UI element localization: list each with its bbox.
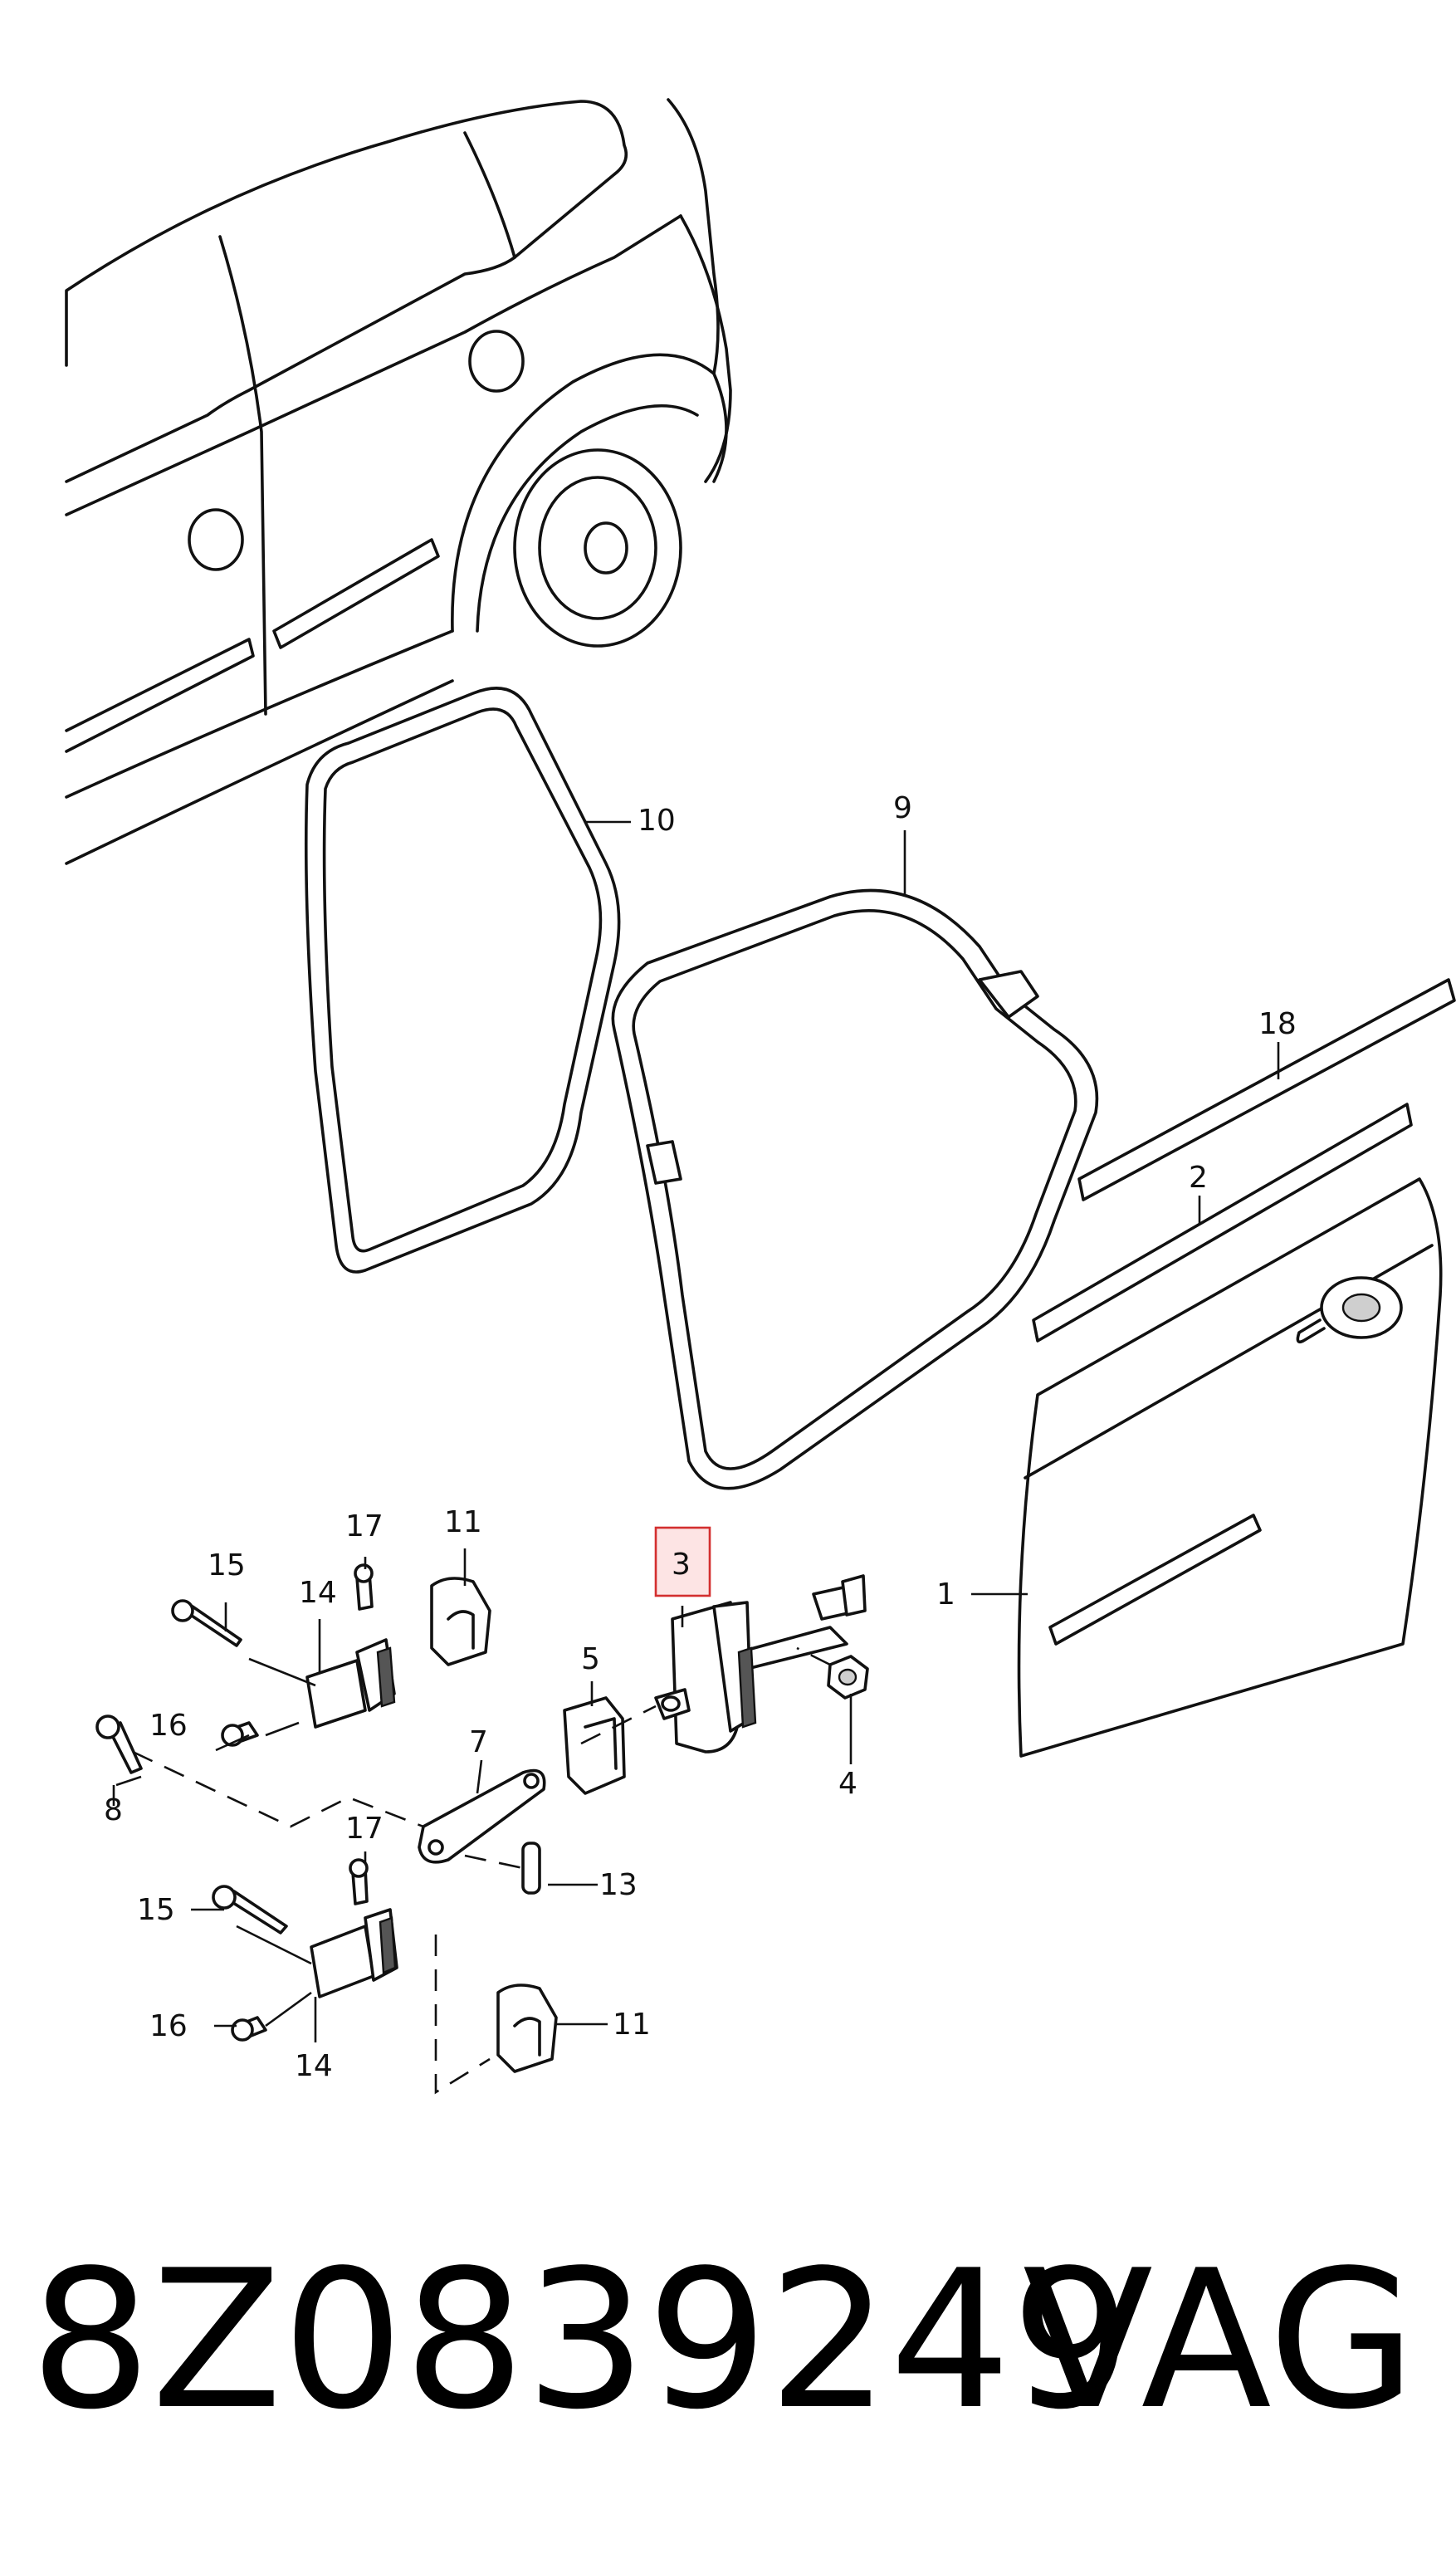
- callout-1: 1: [936, 1577, 955, 1612]
- assembly-line-8: [132, 1750, 424, 1828]
- callout-10: 10: [638, 804, 676, 838]
- part-4-nut: [827, 1655, 869, 1700]
- callout-5: 5: [581, 1642, 600, 1676]
- callout-9: 9: [893, 791, 912, 825]
- assembly-line-4: [796, 1646, 831, 1666]
- part-9-door-seal: [611, 888, 1099, 1490]
- callout-4: 4: [838, 1767, 857, 1801]
- part-caption: 8Z0839249 VAG: [30, 2233, 1441, 2449]
- callout-16-lower: 16: [149, 2009, 188, 2043]
- part-13-pin: [521, 1842, 541, 1895]
- part-18-strip: [1077, 978, 1456, 1201]
- callout-8: 8: [104, 1793, 123, 1827]
- callout-3-highlight: [654, 1526, 711, 1597]
- callout-18: 18: [1258, 1007, 1297, 1041]
- callout-17-lower: 17: [345, 1812, 384, 1846]
- assembly-line-5: [580, 1705, 657, 1745]
- callout-15-lower: 15: [137, 1893, 175, 1927]
- car-body-illustration: [65, 98, 732, 865]
- parts-diagram: 10 9 18 2 1 3 4 5 7 13 8 15 14 17 11 16 …: [65, 98, 1456, 2095]
- callout-3: 3: [672, 1548, 691, 1582]
- callout-17-upper: 17: [345, 1509, 384, 1543]
- assembly-line-11: [434, 1935, 491, 2095]
- callout-15-upper: 15: [208, 1548, 246, 1582]
- leader-lines: [112, 820, 1280, 2042]
- assembly-line-13: [464, 1854, 524, 1870]
- part-number: 8Z0839249: [30, 2230, 1133, 2452]
- callout-11-lower: 11: [613, 2008, 651, 2042]
- callout-11-upper: 11: [444, 1505, 482, 1539]
- part-2-strip: [1032, 1103, 1413, 1343]
- callouts: 10 9 18 2 1 3 4 5 7 13 8 15 14 17 11 16 …: [104, 791, 1297, 2083]
- callout-16-upper: 16: [149, 1709, 188, 1743]
- part-3-door-check-strap: [654, 1574, 867, 1754]
- brand-name: VAG: [1022, 2230, 1416, 2452]
- callout-14-upper: 14: [299, 1576, 337, 1610]
- lower-hinge-group: [212, 1858, 558, 2073]
- callout-2: 2: [1189, 1161, 1208, 1195]
- part-1-rear-door: [1017, 1177, 1443, 1758]
- callout-7: 7: [469, 1725, 488, 1759]
- part-10-window-seal: [304, 687, 621, 1274]
- callout-14-lower: 14: [295, 2049, 333, 2083]
- part-5-bushing: [563, 1696, 626, 1795]
- callout-13: 13: [599, 1868, 638, 1902]
- part-7-lever: [418, 1768, 546, 1864]
